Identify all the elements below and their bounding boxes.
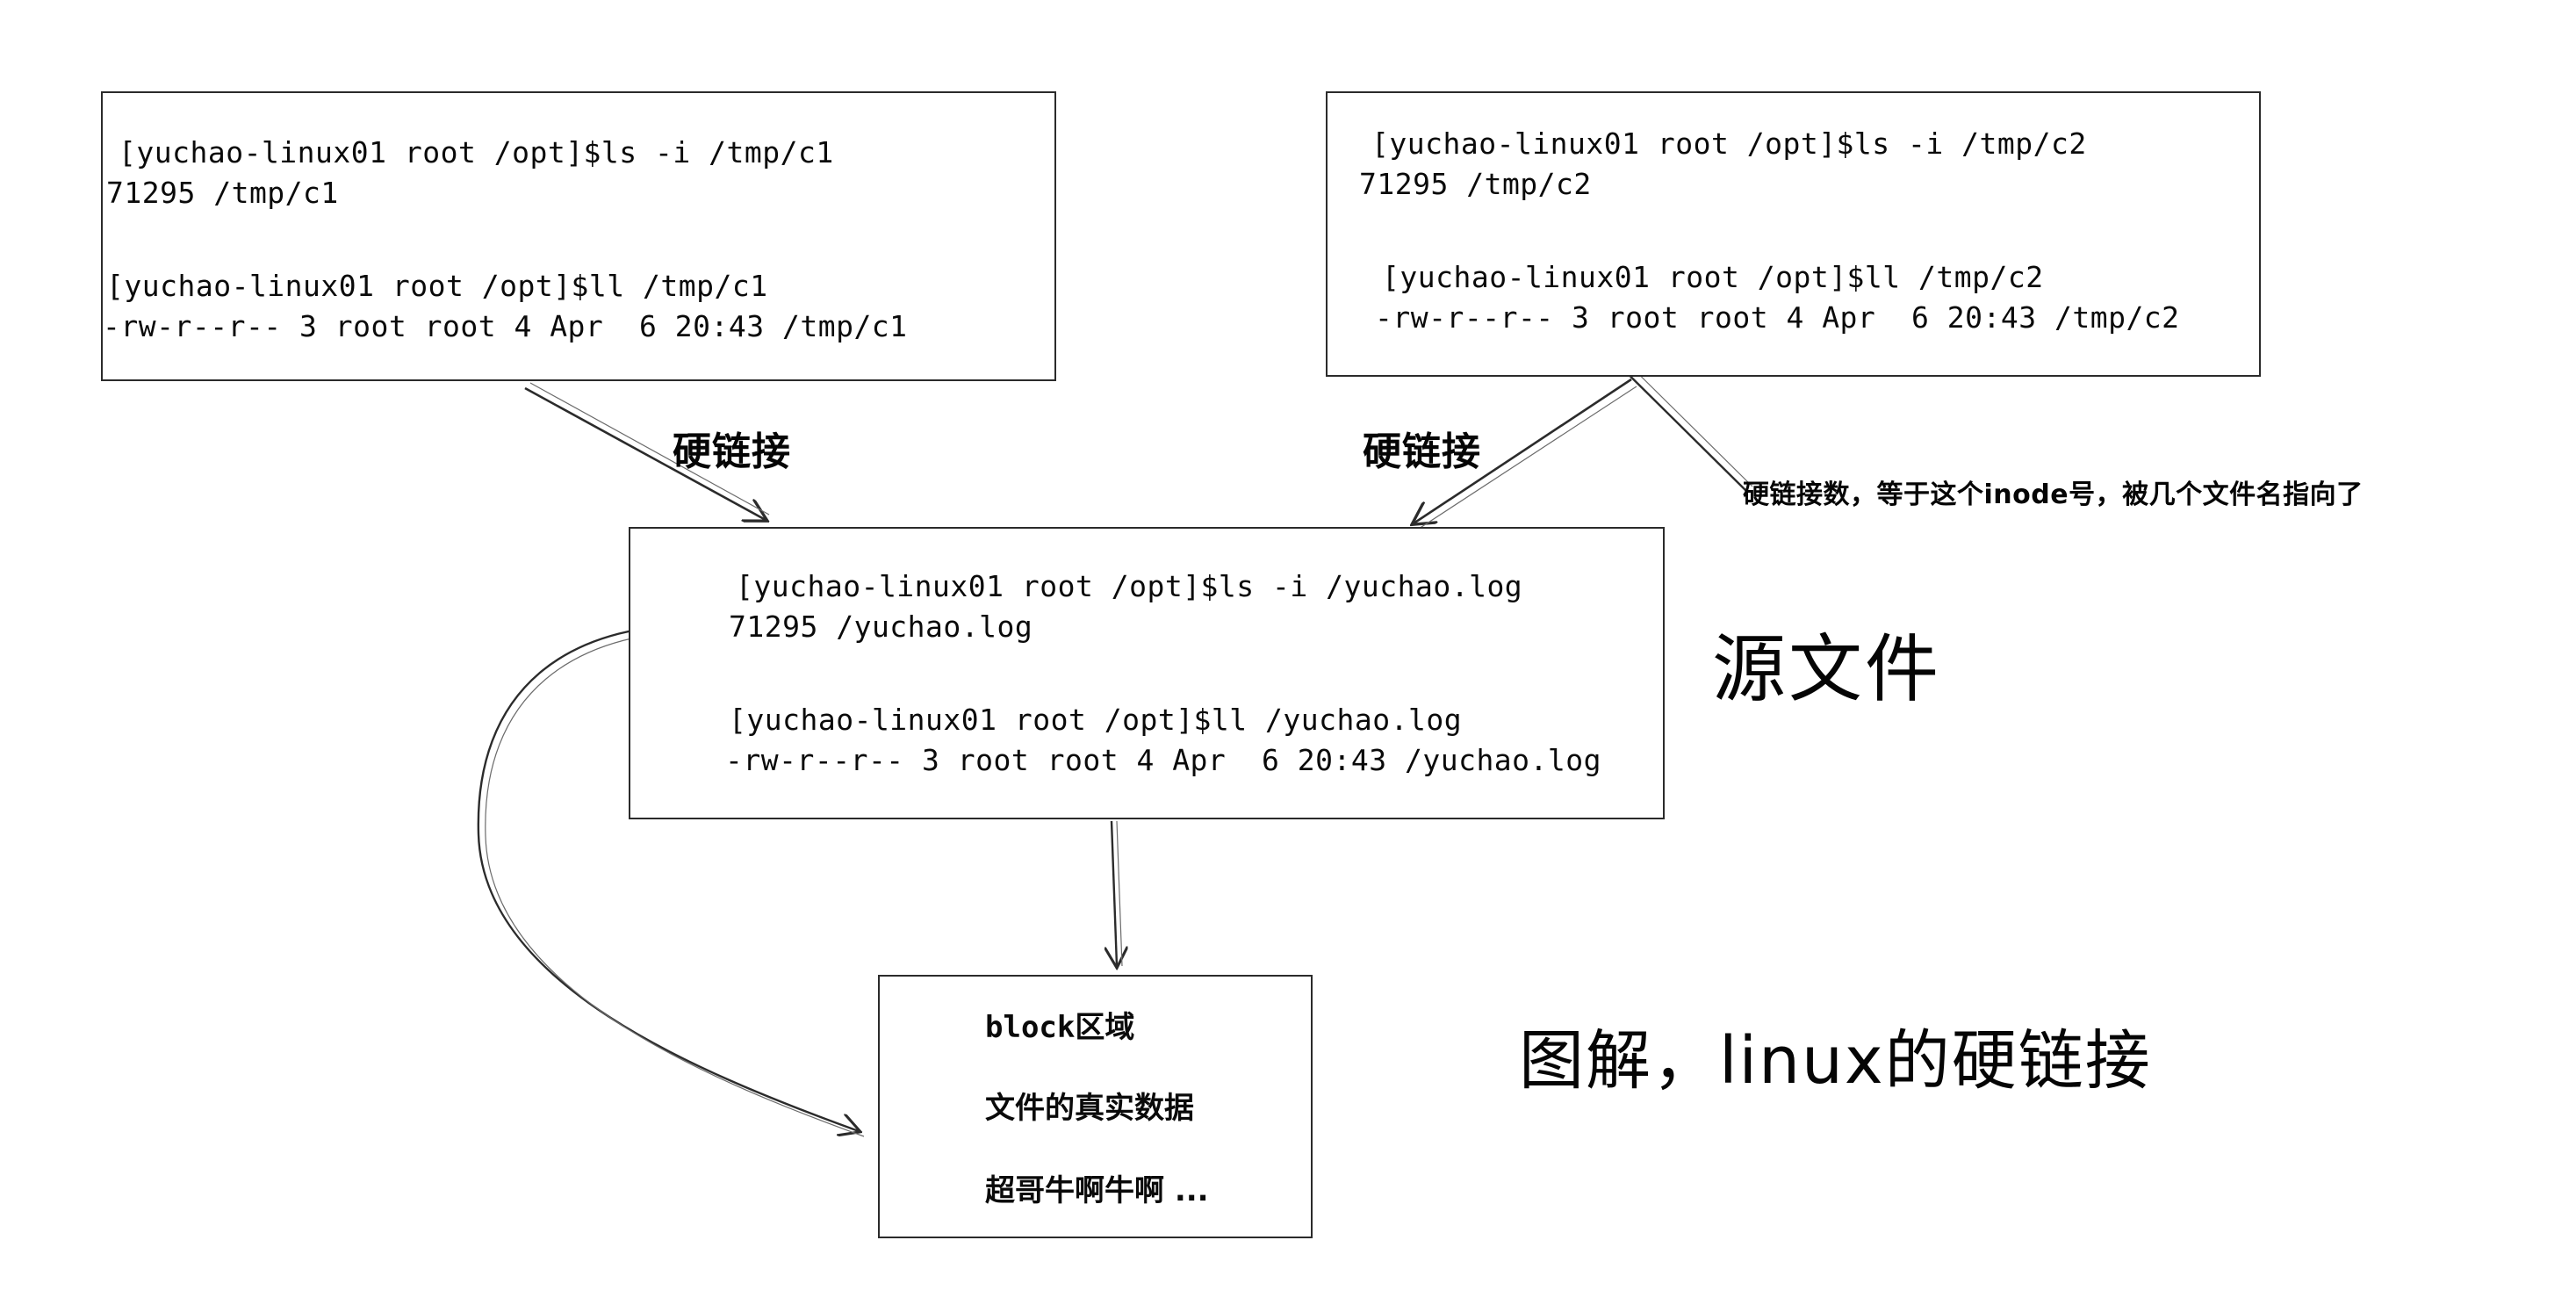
arrow-c1-to-source (524, 382, 769, 520)
terminal-line: -rw-r--r-- 3 root root 4 Apr 6 20:43 /yu… (725, 743, 1602, 777)
terminal-line: 71295 /tmp/c2 (1359, 167, 1592, 201)
block-area-box: block区域 文件的真实数据 超哥牛啊牛啊 ... (878, 975, 1313, 1238)
terminal-line: [yuchao-linux01 root /opt]$ll /tmp/c1 (106, 269, 768, 303)
terminal-box-tmp-c2: [yuchao-linux01 root /opt]$ls -i /tmp/c2… (1326, 91, 2261, 377)
hardlink-label-left: 硬链接 (673, 429, 791, 474)
terminal-line: [yuchao-linux01 root /opt]$ll /tmp/c2 (1382, 260, 2044, 294)
terminal-line: [yuchao-linux01 root /opt]$ls -i /yuchao… (736, 569, 1523, 603)
terminal-line: 71295 /tmp/c1 (106, 176, 339, 210)
terminal-box-source-file: [yuchao-linux01 root /opt]$ls -i /yuchao… (629, 527, 1665, 819)
block-area-heading: block区域 (985, 1010, 1135, 1045)
inode-link-count-note: 硬链接数，等于这个inode号，被几个文件名指向了 (1743, 480, 2364, 510)
arrow-inode-to-block (477, 623, 865, 1137)
hardlink-label-right: 硬链接 (1363, 429, 1481, 474)
terminal-line: [yuchao-linux01 root /opt]$ls -i /tmp/c1 (119, 135, 834, 169)
terminal-box-tmp-c1: [yuchao-linux01 root /opt]$ls -i /tmp/c1… (101, 91, 1056, 381)
terminal-line: [yuchao-linux01 root /opt]$ls -i /tmp/c2 (1371, 126, 2087, 161)
source-file-label: 源文件 (1712, 626, 1942, 712)
block-area-line: 文件的真实数据 (985, 1091, 1194, 1126)
terminal-line: [yuchao-linux01 root /opt]$ll /yuchao.lo… (729, 703, 1463, 737)
terminal-line: -rw-r--r-- 3 root root 4 Apr 6 20:43 /tm… (103, 309, 908, 343)
diagram-title: 图解，linux的硬链接 (1519, 1023, 2152, 1099)
arrow-c2-to-source (1414, 378, 1637, 530)
terminal-line: -rw-r--r-- 3 root root 4 Apr 6 20:43 /tm… (1375, 300, 2180, 335)
terminal-line: 71295 /yuchao.log (729, 609, 1033, 644)
arrow-source-to-block (1112, 820, 1122, 966)
block-area-line: 超哥牛啊牛啊 ... (985, 1173, 1209, 1208)
